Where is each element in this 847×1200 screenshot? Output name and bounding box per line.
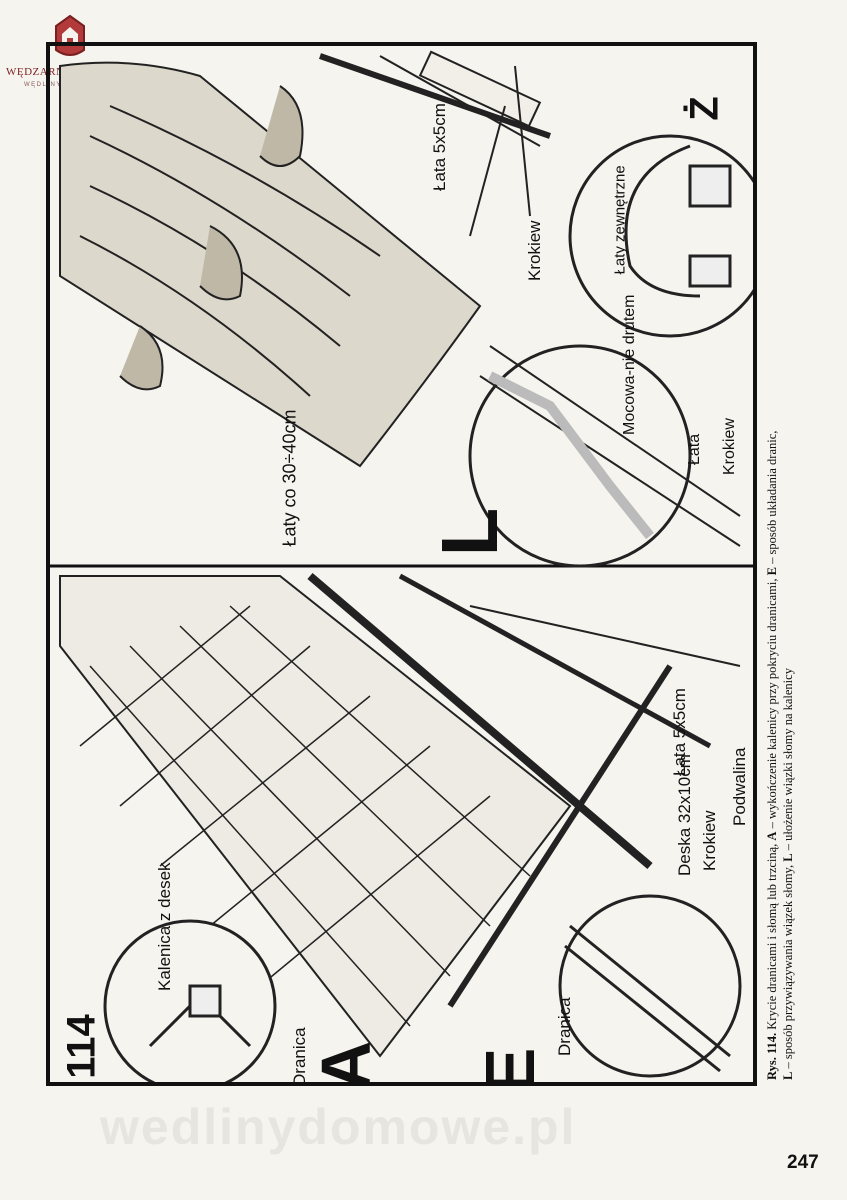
caption-e-label: E	[765, 567, 779, 576]
figure-number: 114	[59, 1014, 104, 1079]
label-rafter-a: Krokiew	[700, 810, 719, 871]
caption-a-label: A	[765, 831, 779, 841]
panel-letter-a: A	[307, 1040, 385, 1086]
figure-caption: Rys. 114. Krycie dranicami i słomą lub t…	[764, 200, 804, 1080]
straw-roof-drawing	[59, 50, 551, 468]
caption-a-text: – wykończenie kalenicy przy pokryciu dra…	[765, 578, 779, 829]
label-outer-battens: Łaty zewnętrzne	[611, 165, 629, 275]
label-rafter-l: Krokiew	[525, 220, 544, 281]
caption-label: Rys. 114.	[765, 1032, 779, 1080]
caption-z-label: L	[781, 853, 795, 862]
panel-letter-l: L	[425, 507, 514, 557]
caption-l-label: L	[781, 1071, 795, 1080]
figure-drawing	[50, 50, 753, 1082]
caption-l-text: – sposób przywiązywania wiązek słomy,	[781, 864, 795, 1069]
label-battens-spacing: Łaty co 30÷40cm	[279, 409, 300, 547]
label-ridge-boards: Kalenica z desek	[155, 862, 174, 991]
label-batten-size: Łata 5x5cm	[430, 103, 449, 191]
label-wire: Mocowa-nie drutem	[621, 294, 638, 436]
panel-letter-e: E	[471, 1047, 549, 1086]
caption-z-text: – ułożenie wiązki słomy na kalenicy	[781, 668, 795, 851]
figure-frame: 114 Kalenica z desek Dranica A E Dranica…	[46, 42, 757, 1086]
label-rafter-detail: Krokiew	[721, 418, 738, 475]
caption-e-text: – sposób układania dranic,	[765, 430, 779, 564]
label-batten-a: Łata 5x5cm	[670, 688, 689, 776]
shingle-roof-drawing	[59, 572, 741, 1058]
page-number: 247	[787, 1152, 819, 1173]
label-shingle-e: Dranica	[555, 997, 574, 1056]
caption-text: Krycie dranicami i słomą lub trzciną,	[765, 843, 779, 1030]
panel-letter-z: Ż	[682, 96, 727, 121]
label-wall-plate: Podwalina	[730, 747, 749, 826]
watermark: wedlinydomowe.pl	[100, 1099, 577, 1155]
detail-circle-shingles	[558, 894, 742, 1078]
label-batten-detail: Łata	[686, 433, 703, 465]
